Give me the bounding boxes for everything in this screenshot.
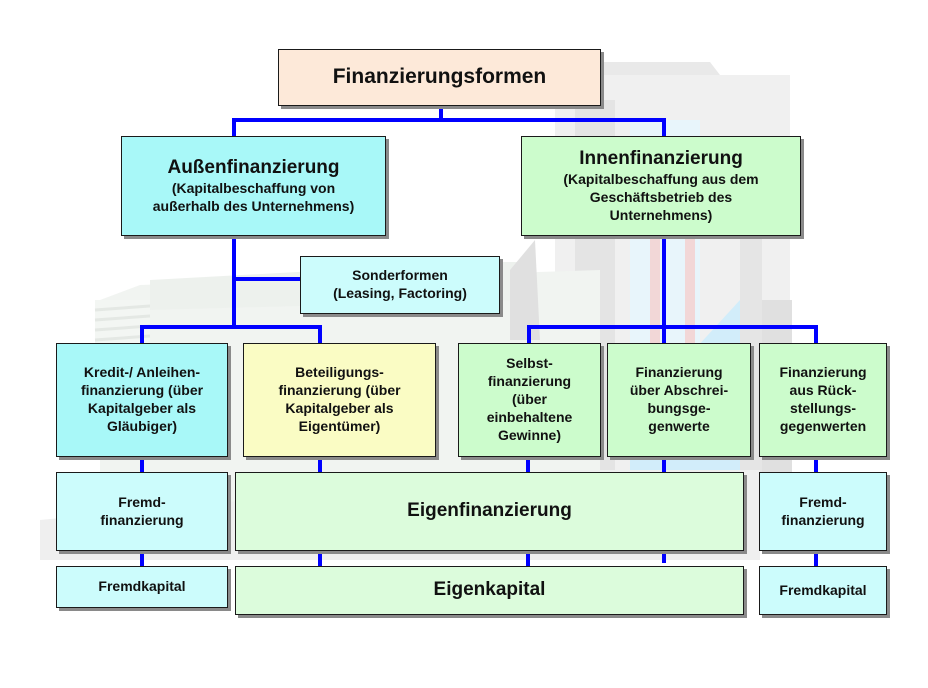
kredit-anleihenfinanzierung-box: Kredit-/ Anleihen- finanzierung (über Ka…: [56, 343, 228, 457]
aussenfinanzierung-subtitle-line: außerhalb des Unternehmens): [152, 198, 355, 215]
aussenfinanzierung-title: Außenfinanzierung: [167, 156, 340, 178]
connector-line: [814, 325, 818, 343]
connector-line: [662, 551, 666, 563]
rueckstellungsfinanzierung-box: Finanzierung aus Rück- stellungs- gegenw…: [759, 343, 887, 457]
box-line: Kapitalgeber als: [285, 400, 394, 416]
beteiligungsfinanzierung-box: Beteiligungs- finanzierung (über Kapital…: [243, 343, 436, 457]
box-line: (über: [512, 391, 547, 408]
aussenfinanzierung-box: Außenfinanzierung (Kapitalbeschaffung vo…: [121, 136, 386, 236]
fremdfinanzierung-left-box: Fremd- finanzierung: [56, 472, 228, 551]
box-line: aus Rück-: [789, 382, 857, 399]
connector-line: [814, 551, 818, 566]
box-line: finanzierung: [487, 373, 572, 390]
connector-line: [232, 118, 236, 138]
connector-line: [526, 457, 530, 473]
box-line: Fremd-: [799, 493, 847, 510]
connector-line: [662, 457, 666, 473]
box-line: finanzierung: [781, 511, 865, 528]
connector-line: [318, 551, 322, 566]
eigenkapital-box: Eigenkapital: [235, 566, 744, 615]
innenfinanzierung-subtitle-line: Geschäftsbetrieb des: [589, 189, 733, 206]
fremdfinanzierung-right-box: Fremd- finanzierung: [759, 472, 887, 551]
connector-line: [662, 236, 666, 344]
eigenfinanzierung-box: Eigenfinanzierung: [235, 472, 744, 551]
connector-line: [527, 325, 531, 343]
box-line: einbehaltene: [486, 408, 573, 425]
box-line: über Abschrei-: [629, 382, 729, 399]
fremdkapital-label: Fremdkapital: [98, 578, 186, 595]
title-box: Finanzierungsformen: [278, 49, 601, 106]
box-line: finanzierung (über: [278, 382, 401, 399]
box-line: Kapitalgeber als: [87, 400, 197, 416]
innenfinanzierung-box: Innenfinanzierung (Kapitalbeschaffung au…: [521, 136, 801, 236]
connector-line: [232, 277, 302, 281]
innenfinanzierung-subtitle-line: Unternehmens): [609, 207, 713, 224]
eigenkapital-label: Eigenkapital: [433, 579, 546, 601]
sonderformen-line: (Leasing, Factoring): [333, 285, 467, 301]
connector-line: [140, 457, 144, 473]
innenfinanzierung-title: Innenfinanzierung: [579, 147, 743, 169]
connector-line: [232, 118, 666, 122]
connector-line: [318, 457, 322, 473]
box-line: Finanzierung: [779, 364, 867, 381]
abschreibungsfinanzierung-box: Finanzierung über Abschrei- bungsge- gen…: [607, 343, 751, 457]
connector-line: [662, 118, 666, 138]
box-line: Gewinne): [497, 426, 561, 443]
connector-line: [232, 236, 236, 328]
connector-line: [318, 325, 322, 343]
box-line: Selbst-: [506, 355, 553, 372]
title-label: Finanzierungsformen: [332, 65, 547, 89]
connector-line: [439, 105, 443, 121]
box-line: bungsge-: [647, 400, 711, 416]
connector-line: [527, 325, 818, 329]
connector-line: [140, 551, 144, 566]
box-line: Gläubiger): [106, 417, 177, 434]
sonderformen-box: Sonderformen (Leasing, Factoring): [300, 256, 500, 314]
box-line: Eigentümer): [298, 417, 381, 434]
box-line: gegenwerten: [779, 417, 867, 434]
box-line: Beteiligungs-: [295, 364, 384, 381]
box-line: finanzierung: [100, 511, 184, 528]
sonderformen-line: Sonderformen: [352, 267, 448, 284]
box-line: Finanzierung: [635, 364, 723, 381]
eigenfinanzierung-label: Eigenfinanzierung: [407, 500, 572, 522]
fremdkapital-right-box: Fremdkapital: [759, 566, 887, 615]
box-line: Kredit-/ Anleihen-: [83, 364, 201, 381]
connector-line: [140, 325, 322, 329]
box-line: Fremd-: [118, 493, 166, 510]
selbstfinanzierung-box: Selbst- finanzierung (über einbehaltene …: [458, 343, 601, 457]
innenfinanzierung-subtitle-line: (Kapitalbeschaffung aus dem: [563, 171, 759, 188]
connector-line: [814, 457, 818, 473]
box-line: finanzierung (über: [80, 382, 204, 399]
connector-line: [140, 325, 144, 343]
connector-line: [526, 551, 530, 566]
aussenfinanzierung-subtitle-line: (Kapitalbeschaffung von: [171, 180, 336, 197]
fremdkapital-left-box: Fremdkapital: [56, 566, 228, 608]
box-line: stellungs-: [789, 400, 857, 416]
fremdkapital-label: Fremdkapital: [779, 581, 867, 598]
box-line: genwerte: [648, 417, 710, 434]
